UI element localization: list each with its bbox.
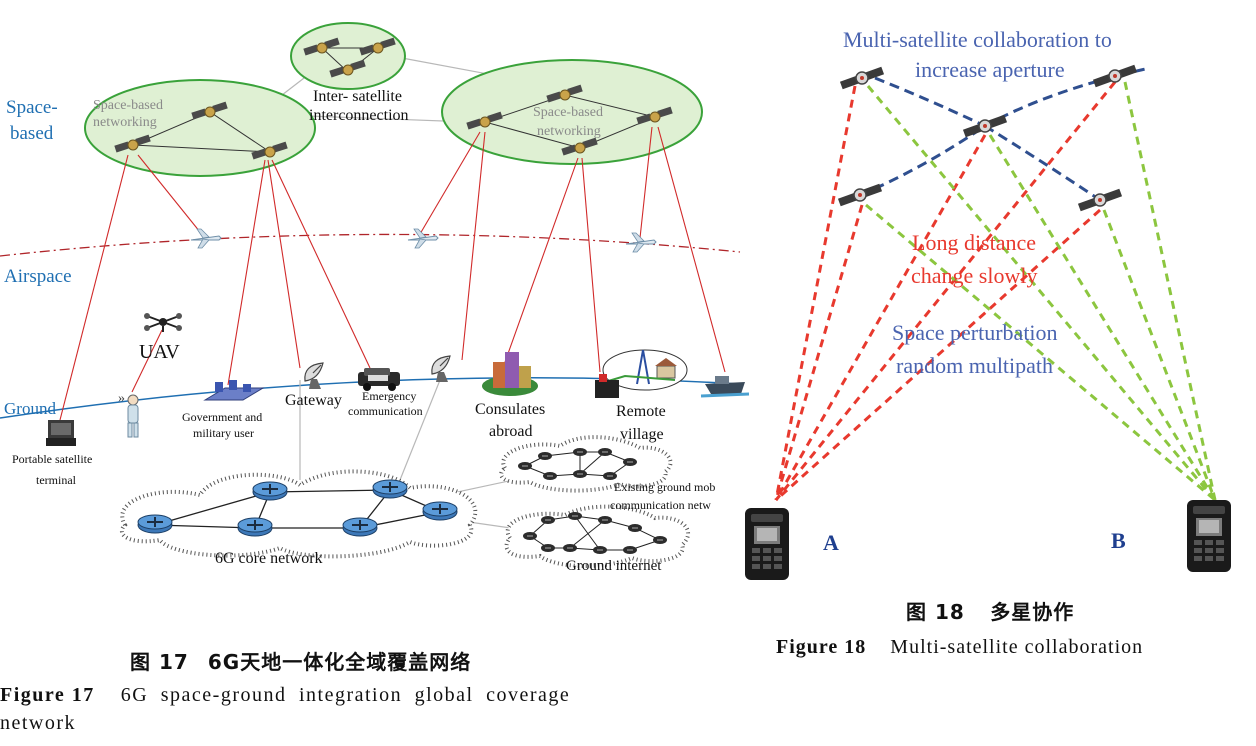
figure18-caption-en: Figure 18 Multi-satellite collaboration <box>776 636 1143 659</box>
links-to-b <box>865 81 1217 502</box>
ground-label: Ground <box>4 399 56 418</box>
figure17-caption-cn-prefix: 图 17 <box>130 650 189 674</box>
figure17-caption-en-prefix: Figure 17 <box>0 684 95 706</box>
government-icon <box>203 380 265 401</box>
figure-17: » <box>0 22 750 574</box>
perturbation-label-2: random multipath <box>896 353 1053 378</box>
inter-satellite-group <box>290 22 406 90</box>
phone-b-icon <box>1187 500 1231 572</box>
consulates-label-1: Consulates <box>475 401 545 418</box>
figure17-caption-cn: 图 17 6G天地一体化全域覆盖网络 <box>130 646 471 675</box>
figure18-caption-en-text: Multi-satellite collaboration <box>890 636 1144 658</box>
figure-18: Multi-satellite collaboration to increas… <box>745 27 1231 580</box>
router-icon <box>237 517 273 537</box>
perturbation-label-1: Space perturbation <box>892 320 1058 345</box>
long-distance-label-1: Long distance <box>912 230 1036 255</box>
long-distance-label-2: change slowly <box>911 263 1037 288</box>
figure18-caption-cn-title: 多星协作 <box>990 600 1075 624</box>
aircraft-icon <box>407 228 439 249</box>
existing-label-2: communication netw <box>610 498 711 512</box>
top-label-2: increase aperture <box>915 57 1065 82</box>
space-network-right <box>441 59 703 165</box>
figure17-caption-cn-title: 6G天地一体化全域覆盖网络 <box>207 650 472 674</box>
figure17-caption-en-text: 6G space-ground integration global cover… <box>120 684 571 706</box>
uav-icon <box>144 313 182 332</box>
gateway-label: Gateway <box>285 392 342 409</box>
figure18-caption-en-prefix: Figure 18 <box>776 636 867 658</box>
emergency-label-2: communication <box>348 404 423 418</box>
figure17-caption-en: Figure 17 6G space-ground integration gl… <box>0 684 570 707</box>
sb-net-right-2: networking <box>537 124 601 139</box>
sb-net-right-1: Space-based <box>533 105 603 120</box>
aircraft-icon <box>190 228 222 249</box>
router-icon <box>422 501 458 521</box>
existing-label-1: Existing ground mob <box>614 480 715 494</box>
terminal-b-label: B <box>1111 528 1126 553</box>
uav-label: UAV <box>139 341 180 363</box>
figure18-caption-cn: 图 18 多星协作 <box>906 596 1074 625</box>
ship-icon <box>700 376 750 398</box>
satellite-icon <box>1077 187 1123 213</box>
portable-terminal-icon <box>46 420 76 446</box>
emergency-vehicle-icon <box>358 368 400 391</box>
links-to-a <box>774 81 1117 502</box>
router-icon <box>137 514 173 534</box>
inter-sat-label-1: Inter- satellite <box>313 88 402 105</box>
portable-label-1: Portable satellite <box>12 452 92 466</box>
signal-glyph: » <box>118 391 125 406</box>
person-icon <box>127 394 139 438</box>
government-label-1: Government and <box>182 410 262 424</box>
phone-a-icon <box>745 508 789 580</box>
remote-label-1: Remote <box>616 403 666 420</box>
satellite-icon <box>837 182 883 208</box>
emergency-label-1: Emergency <box>362 389 416 403</box>
aircraft-icon <box>625 232 657 253</box>
terminal-a-label: A <box>823 530 839 555</box>
inter-sat-label-2: interconnection <box>309 107 409 124</box>
space-based-label-2: based <box>10 123 54 144</box>
figure18-caption-cn-prefix: 图 18 <box>906 600 965 624</box>
government-label-2: military user <box>193 426 254 440</box>
portable-label-2: terminal <box>36 473 77 487</box>
core-network-label: 6G core network <box>215 550 323 567</box>
core-network-cloud <box>120 469 478 559</box>
router-icon <box>342 517 378 537</box>
consulates-label-2: abroad <box>489 423 533 440</box>
airspace-boundary <box>0 233 741 257</box>
sb-net-left-2: networking <box>93 115 157 130</box>
satellite-arcs <box>859 66 1151 202</box>
red-links <box>59 126 726 421</box>
airspace-label: Airspace <box>4 266 72 287</box>
sb-net-left-1: Space-based <box>93 98 163 113</box>
router-icon <box>372 479 408 499</box>
figure17-caption-en-line2: network <box>0 712 77 734</box>
remote-village-icon <box>595 349 688 398</box>
space-based-label-1: Space- <box>6 97 58 118</box>
consulate-icon <box>482 352 538 396</box>
router-icon <box>252 481 288 501</box>
top-label-1: Multi-satellite collaboration to <box>843 27 1112 52</box>
ground-internet-label: Ground internet <box>566 558 662 574</box>
remote-label-2: village <box>620 426 664 443</box>
